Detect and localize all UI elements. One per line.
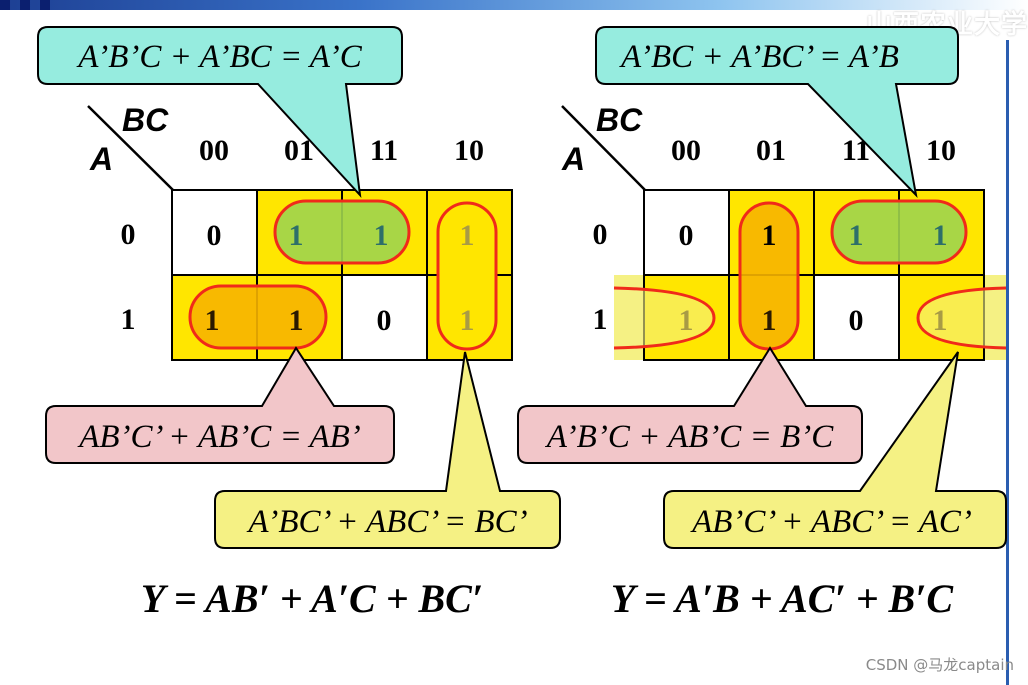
kmap-cell-value: 0 — [849, 304, 864, 337]
callout-bubble — [45, 346, 395, 464]
kmap-cell-value: 1 — [762, 219, 777, 252]
kmap-cell — [813, 274, 900, 361]
kmap-corner-diagonal — [561, 105, 646, 191]
kmap-cell-value: 1 — [289, 219, 304, 252]
callout-text: A’B’C + A’BC = A’C — [76, 39, 362, 75]
kmap-cell-value: 1 — [762, 304, 777, 337]
kmap-col-header: 10 — [454, 134, 484, 167]
kmap-col-variable: BC — [122, 102, 169, 138]
watermark: CSDN @马龙captain — [865, 656, 1014, 674]
title-bar-block — [20, 0, 30, 10]
kmap-col-header: 10 — [926, 134, 956, 167]
callout-bubble — [663, 351, 1007, 549]
kmap-cell-value: 1 — [460, 219, 475, 252]
kmap-cell-value: 0 — [377, 304, 392, 337]
group-loop-a-not-c — [273, 199, 411, 265]
kmap-col-header: 00 — [671, 134, 701, 167]
callout-bubble — [214, 351, 561, 549]
kmap-cell-value: 1 — [374, 219, 389, 252]
kmap-left: BC A 00 01 11 10 0 1 0 1 1 1 1 1 0 1 A’B… — [37, 26, 561, 621]
title-bar-block — [0, 0, 10, 10]
kmap-row-variable: A — [561, 141, 585, 177]
kmap-cell-value: 0 — [679, 219, 694, 252]
group-loop-a-c-not-left — [613, 286, 716, 350]
kmap-cell — [341, 274, 428, 361]
group-loop-a-not-b — [830, 199, 968, 265]
callout-text: A’BC + A’BC’ = A’B — [619, 39, 899, 75]
kmap-cell-value: 1 — [289, 304, 304, 337]
kmap-cell-value: 1 — [849, 219, 864, 252]
title-bar-block — [40, 0, 50, 10]
group-loop-b-c-not — [436, 201, 498, 351]
kmap-cell-value: 1 — [460, 304, 475, 337]
kmap-cell-value: 1 — [933, 219, 948, 252]
callout-text: AB’C’ + ABC’ = AC’ — [690, 504, 972, 540]
kmap-cell-value: 1 — [205, 304, 220, 337]
kmap-col-header: 11 — [370, 134, 398, 167]
kmap-right: BC A 00 01 11 10 0 1 0 1 1 1 1 1 0 1 A’ — [517, 26, 1007, 621]
callout-bubble — [37, 26, 403, 198]
title-bar — [0, 0, 1028, 10]
result-expression: Y = AB′ + A′C + BC′ — [141, 576, 483, 621]
callout-text: A’BC’ + ABC’ = BC’ — [246, 504, 527, 540]
slide-edge-rule — [1006, 40, 1009, 685]
callout-text: AB’C’ + AB’C = AB’ — [77, 419, 361, 455]
callout-bubble — [595, 26, 959, 199]
group-loop-a-c-not-right — [916, 286, 1007, 350]
kmap-row-header: 0 — [593, 218, 608, 251]
kmap-cell-value: 1 — [933, 304, 948, 337]
kmap-cell-value: 0 — [207, 219, 222, 252]
kmap-col-header: 00 — [199, 134, 229, 167]
result-expression: Y = A′B + AC′ + B′C — [611, 576, 955, 621]
kmap-row-header: 0 — [121, 218, 136, 251]
group-loop-a-b-not — [188, 284, 328, 350]
callout-text: A’B’C + AB’C = B’C — [545, 419, 834, 455]
kmap-cell-value: 1 — [679, 304, 694, 337]
kmap-col-header: 01 — [756, 134, 786, 167]
kmap-col-variable: BC — [596, 102, 643, 138]
kmap-row-header: 1 — [121, 303, 136, 336]
kmap-corner-diagonal — [87, 105, 174, 191]
callout-bubble — [517, 346, 863, 464]
kmap-row-variable: A — [89, 141, 113, 177]
kmap-row-header: 1 — [593, 303, 608, 336]
